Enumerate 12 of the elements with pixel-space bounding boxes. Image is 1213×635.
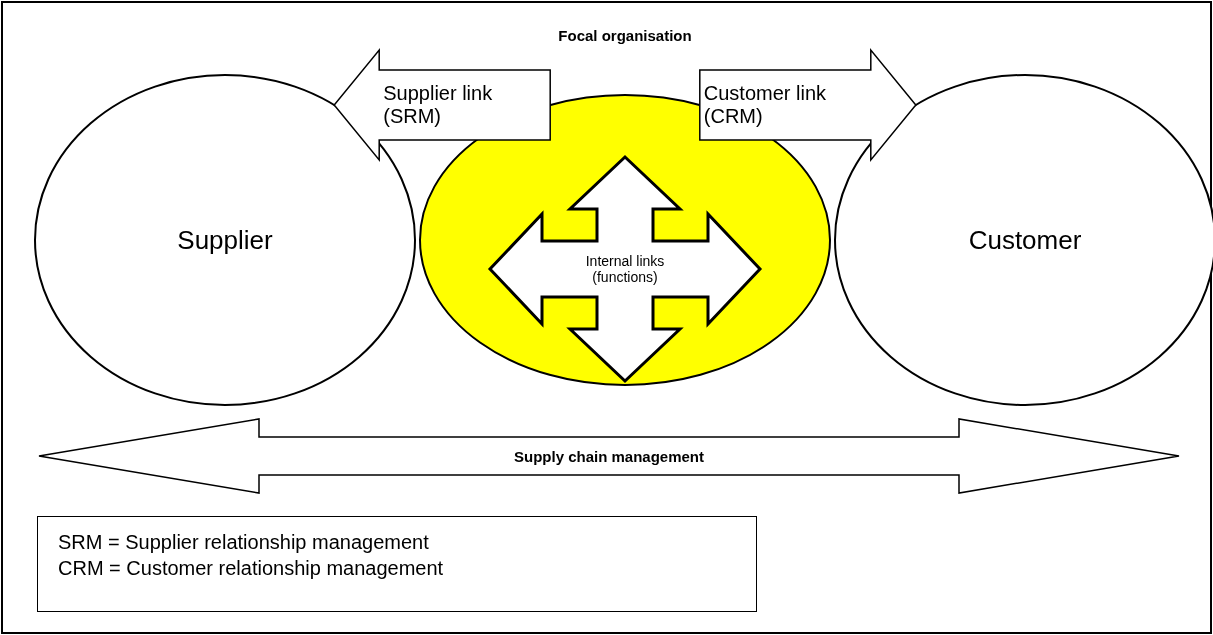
node-label: Supplier <box>177 224 273 256</box>
edge-label: Supplier link (SRM) <box>383 82 494 128</box>
block-arrow <box>333 47 551 163</box>
edge-label: Customer link (CRM) <box>703 82 828 128</box>
legend-box <box>37 516 757 612</box>
node-label: Internal links (functions) <box>584 253 666 285</box>
legend-text: SRM = Supplier relationship management <box>58 530 430 555</box>
block-arrow <box>699 47 917 163</box>
node-label: Customer <box>968 224 1082 256</box>
legend-text: CRM = Customer relationship management <box>58 556 445 581</box>
node-label: Supply chain management <box>513 447 704 465</box>
heading: Focal organisation <box>558 26 692 44</box>
